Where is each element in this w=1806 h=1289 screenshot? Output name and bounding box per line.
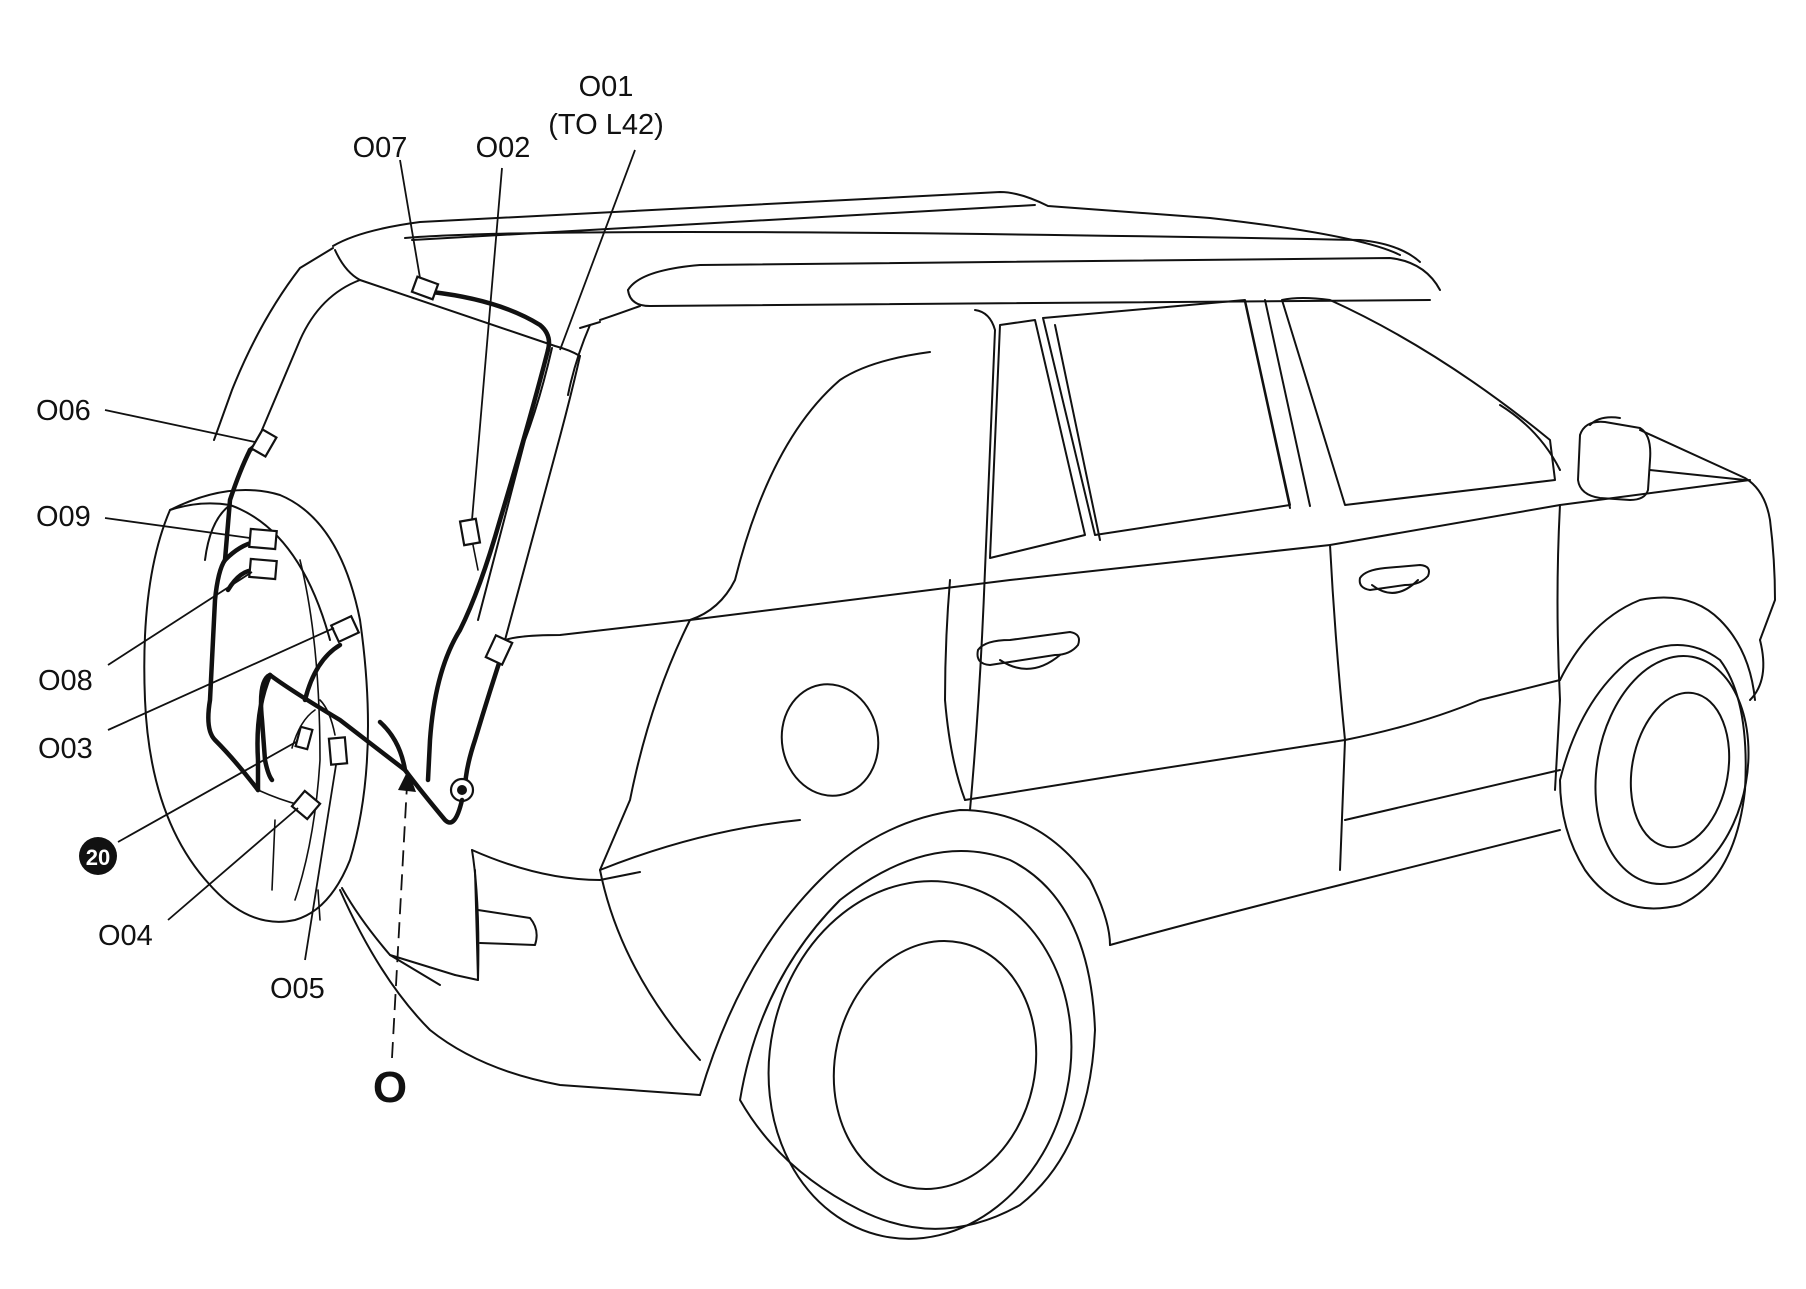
label-o04: O04: [98, 920, 153, 952]
label-o06: O06: [36, 395, 91, 427]
badge-20: 20: [79, 837, 117, 875]
label-o03: O03: [38, 733, 93, 765]
badge-20-text: 20: [86, 845, 110, 870]
leader-lines: [104, 149, 636, 1059]
spare-tire: [143, 489, 369, 923]
label-o09: O09: [36, 501, 91, 533]
label-o01: O01: [579, 71, 634, 103]
label-o08: O08: [38, 665, 93, 697]
labels: O01 (TO L42) O02 O07 O06 O09 O08 O03 O04…: [36, 71, 664, 1112]
wire-harness: [206, 275, 552, 825]
label-o01-note: (TO L42): [548, 109, 664, 141]
label-o07: O07: [353, 132, 408, 164]
front-wheel: [1559, 596, 1756, 910]
label-o05: O05: [270, 973, 325, 1005]
vehicle-outline: [213, 191, 1776, 1096]
rear-wheel: [599, 809, 1111, 1240]
view-marker: O: [373, 1063, 407, 1112]
label-o02: O02: [476, 132, 531, 164]
